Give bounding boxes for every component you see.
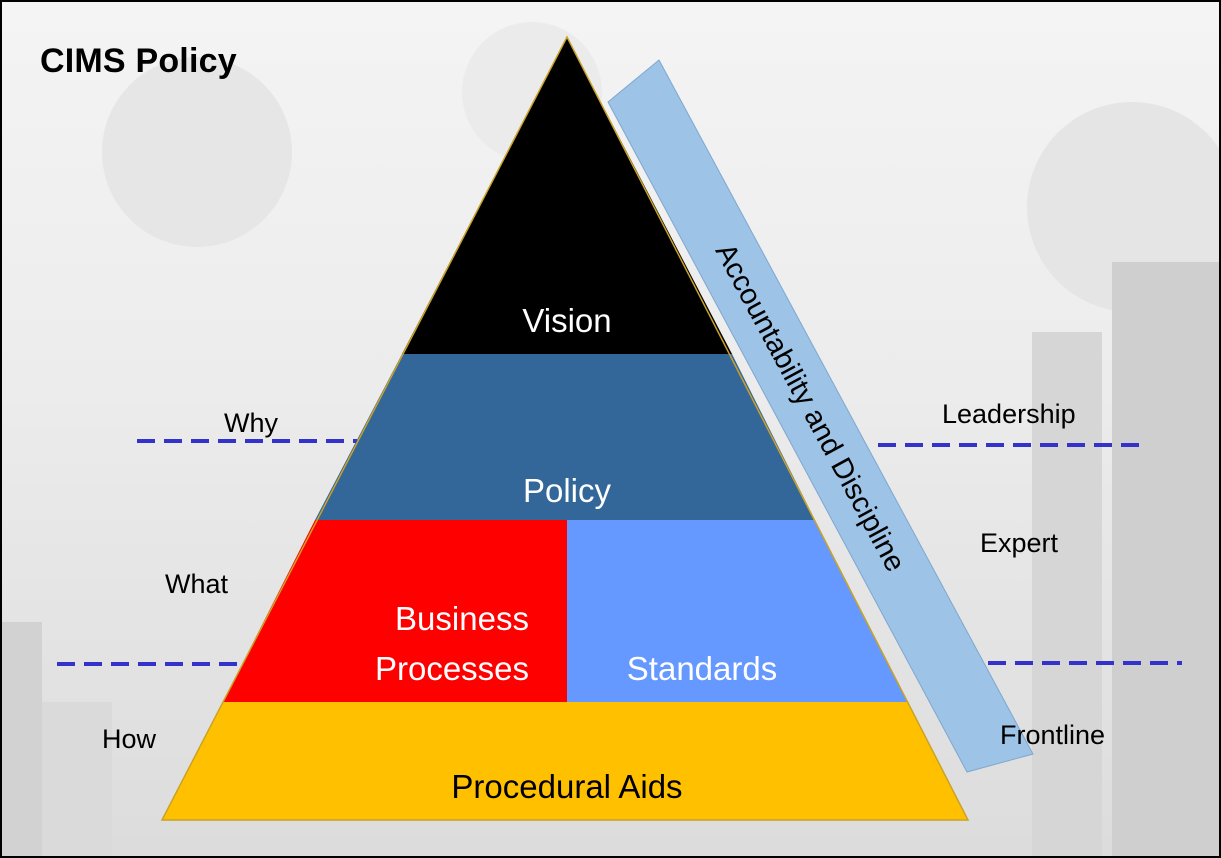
- why-label: Why: [224, 408, 278, 438]
- vision-label: Vision: [522, 302, 611, 339]
- leadership-label: Leadership: [942, 399, 1076, 429]
- pyramid-level-standards: [567, 520, 908, 702]
- bg-circle-right: [1027, 102, 1219, 312]
- bg-building-2: [1112, 262, 1219, 856]
- how-label: How: [102, 724, 157, 754]
- what-label: What: [165, 569, 229, 599]
- business-label-line-1: Business: [395, 600, 529, 637]
- business-label-line-2: Processes: [375, 650, 529, 687]
- pyramid-level-vision: [402, 37, 732, 354]
- accountability-band: [607, 59, 1034, 773]
- pyramid-level-business-processes: [223, 520, 567, 702]
- procedural-aids-label: Procedural Aids: [451, 768, 682, 805]
- expert-label: Expert: [980, 528, 1059, 558]
- bg-building-4: [42, 702, 112, 856]
- standards-label: Standards: [627, 650, 777, 687]
- frontline-label: Frontline: [1000, 720, 1106, 750]
- pyramid-outline: [160, 35, 970, 821]
- page-title: CIMS Policy: [40, 42, 237, 80]
- pyramid-level-procedural-aids: [162, 702, 968, 820]
- bg-circle-left: [102, 57, 292, 247]
- policy-label: Policy: [523, 472, 612, 509]
- bg-building-3: [2, 622, 42, 856]
- bg-building-1: [1032, 332, 1102, 856]
- pyramid-level-policy: [315, 354, 815, 520]
